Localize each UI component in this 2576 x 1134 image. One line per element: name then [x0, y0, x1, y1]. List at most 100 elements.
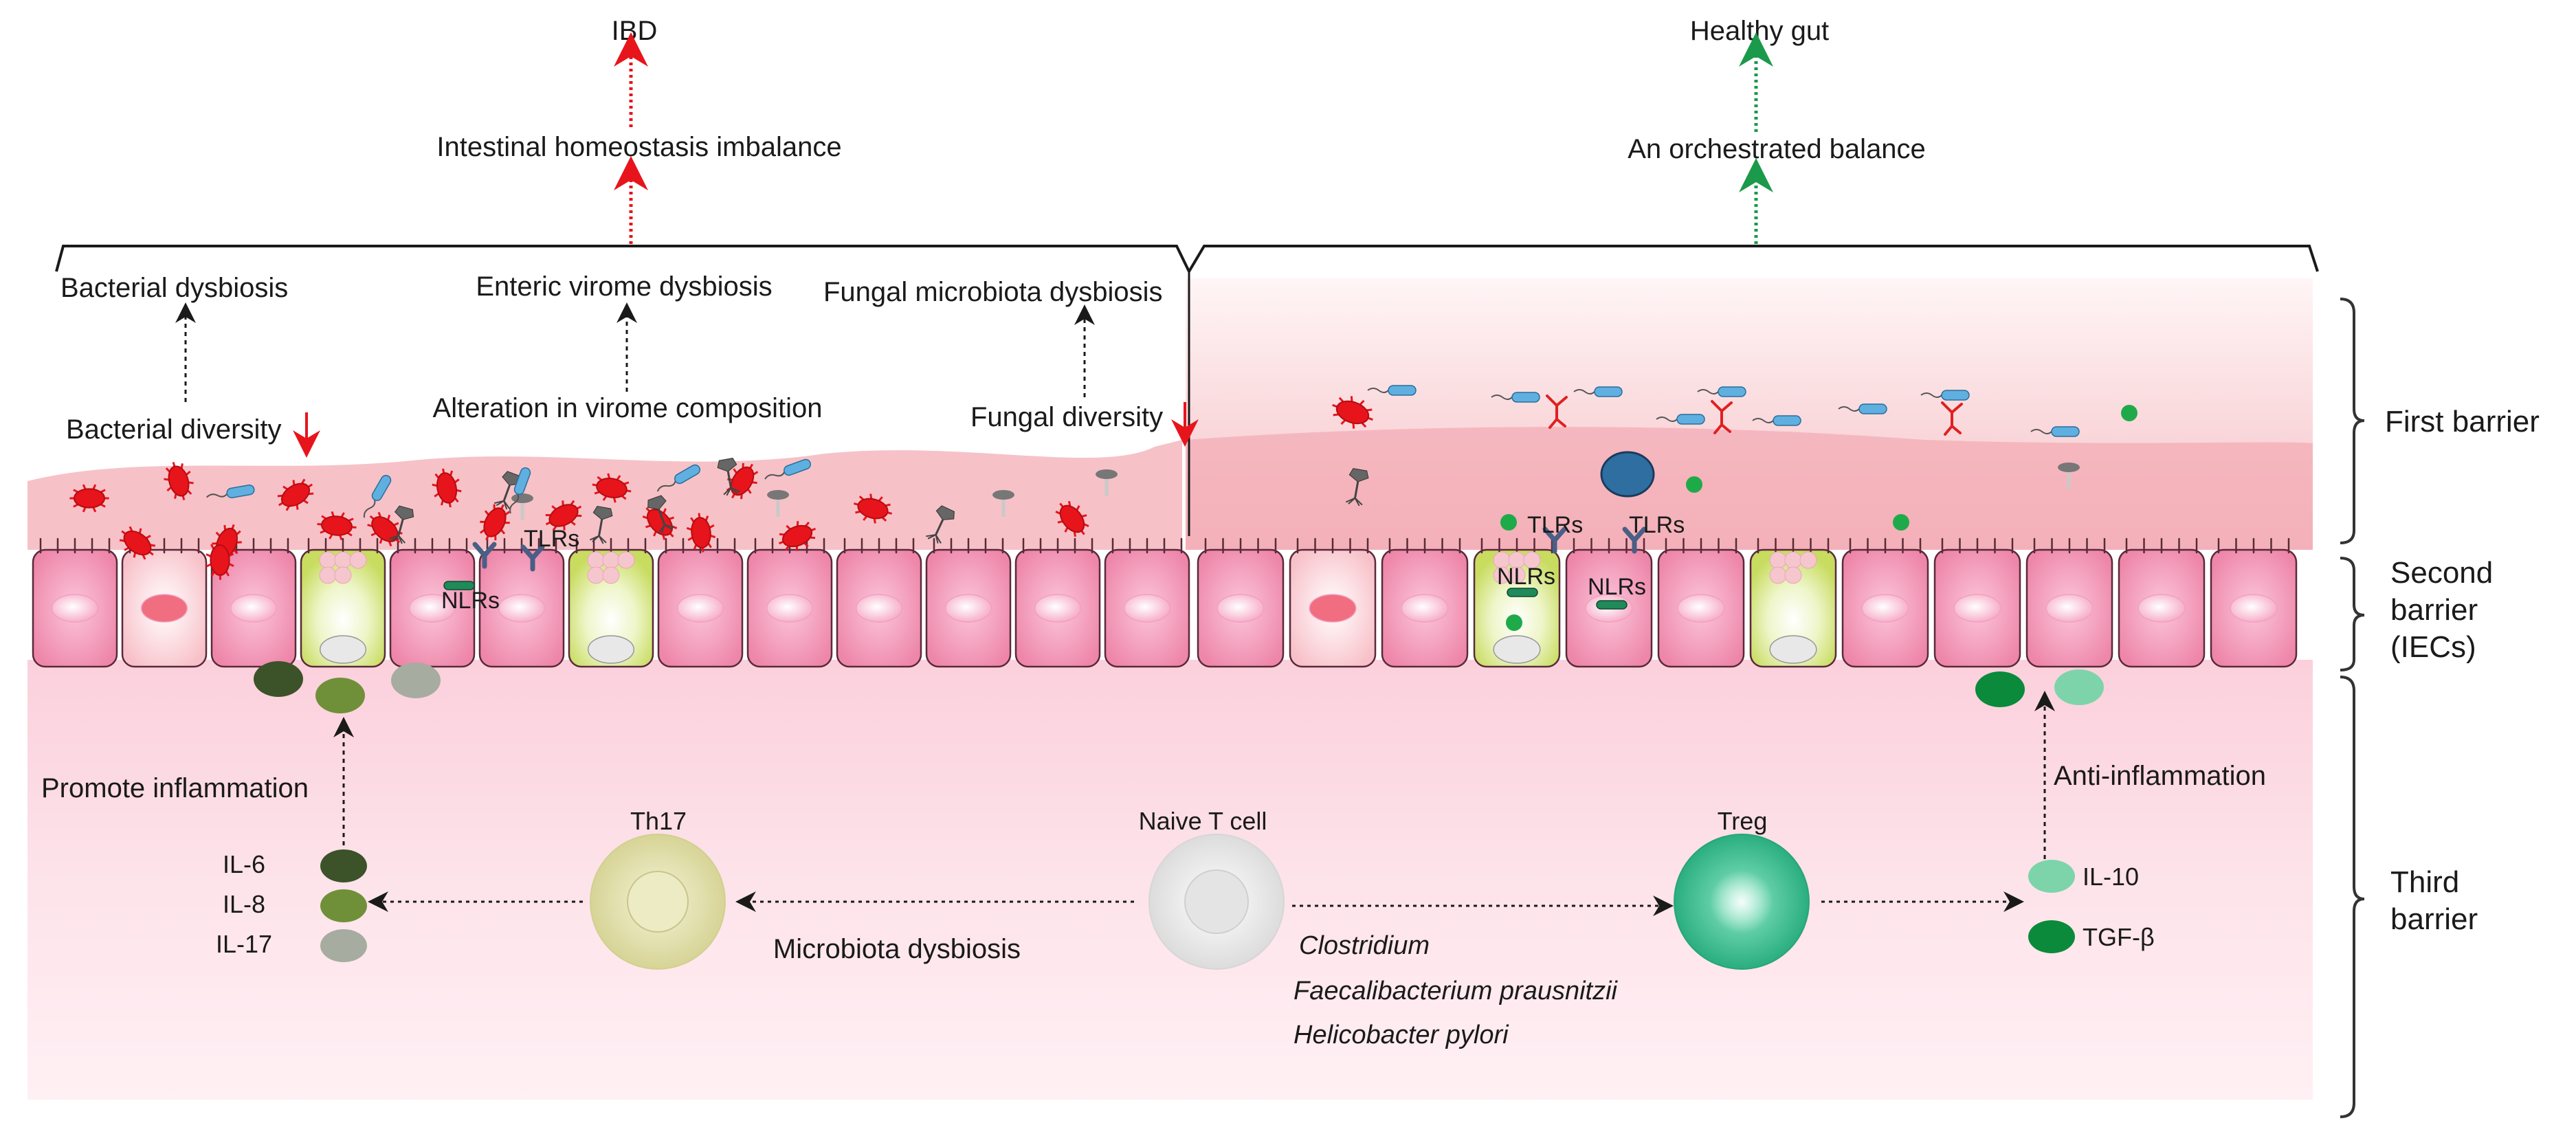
enterocyte-cell [2210, 537, 2298, 668]
il17-icon [320, 929, 367, 962]
tlr-receptor-icon [472, 542, 497, 569]
fungal-diversity-label: Fungal diversity [970, 402, 1163, 432]
bacterium-icon [164, 462, 194, 500]
nlrs-label-left: NLRs [441, 588, 500, 614]
bacterium-icon [479, 504, 511, 541]
rod-bacterium-icon [1697, 386, 1746, 397]
il6-label: IL-6 [223, 850, 265, 878]
treg-label: Treg [1718, 807, 1768, 835]
rod-bacterium-icon [1367, 385, 1417, 396]
barrier-braces [2340, 298, 2365, 1118]
second-barrier-brace [2340, 557, 2365, 671]
enterocyte-cell [32, 537, 118, 668]
third-barrier-label-2: barrier [2390, 902, 2478, 936]
il17-secreted-dot [391, 663, 441, 698]
bacterium-icon [642, 504, 678, 540]
paneth-cell [1289, 537, 1377, 668]
epithelial-cell-row [32, 537, 2298, 668]
tlr-receptor-icon [1542, 526, 1567, 554]
tgfb-icon [2028, 920, 2075, 953]
nlrs-label-right-1: NLRs [1497, 564, 1555, 590]
th17-label: Th17 [630, 807, 687, 835]
bacterium-icon [686, 513, 716, 553]
bracket-right [1188, 245, 2319, 273]
enterocyte-cell [1657, 537, 1745, 668]
naive-t-cell-label: Naive T cell [1139, 807, 1267, 835]
rod-bacterium-icon [509, 467, 531, 514]
goblet-cell [1473, 537, 1561, 668]
receptor-group: TLRs NLRs TLRs TLRs NLRs NLRs [441, 512, 1685, 614]
metabolite-dot [1893, 514, 1909, 531]
enterocyte-cell [746, 537, 833, 668]
fungal-dysbiosis-label: Fungal microbiota dysbiosis [823, 277, 1163, 307]
tlrs-label-right-1: TLRs [1527, 512, 1583, 538]
nlr-receptor-icon [1596, 600, 1628, 610]
rod-bacterium-icon [1838, 403, 1887, 414]
second-barrier-label-3: (IECs) [2390, 630, 2476, 664]
bacterium-icon [1332, 396, 1373, 429]
bacterium-icon [1055, 500, 1089, 537]
rod-bacterium-icon [363, 474, 392, 518]
il8-label: IL-8 [223, 890, 265, 918]
second-barrier-label-1: Second [2390, 556, 2493, 590]
bacterium-icon [432, 468, 462, 508]
enterocyte-cell [478, 537, 565, 668]
promote-inflammation-label: Promote inflammation [41, 773, 309, 803]
bacterium-faecalibacterium: Faecalibacterium prausnitzii [1293, 977, 1619, 1005]
phage-icon [589, 506, 613, 544]
first-barrier-brace [2340, 298, 2365, 544]
rod-bacterium-icon [1656, 414, 1705, 425]
metabolite-dot [1506, 614, 1522, 631]
virome-dysbiosis-label: Enteric virome dysbiosis [476, 271, 772, 302]
il10-icon [2028, 860, 2075, 893]
bacterium-icon [853, 493, 893, 524]
paneth-cell [121, 537, 208, 668]
bacterium-clostridium: Clostridium [1299, 931, 1430, 960]
fungal-spore-icon [767, 490, 789, 517]
tgfb-secreted-dot [1975, 671, 2025, 707]
bacterium-icon [592, 473, 632, 503]
goblet-cell [568, 537, 654, 668]
th17-nucleus [627, 871, 689, 933]
first-barrier-label: First barrier [2385, 405, 2540, 438]
bacterium-icon [206, 540, 234, 580]
il17-label: IL-17 [216, 930, 272, 958]
bacterium-icon [545, 500, 582, 531]
il6-secreted-dot [254, 661, 303, 697]
rod-bacterium-icon [2030, 426, 2080, 437]
goblet-cell [300, 537, 386, 668]
bacterial-dysbiosis-label: Bacterial dysbiosis [60, 273, 288, 303]
rod-bacterium-icon [1573, 386, 1623, 397]
enterocyte-cell [1381, 537, 1469, 668]
tlrs-label-right-2: TLRs [1629, 512, 1685, 538]
fungal-spore-icon [1096, 469, 1118, 496]
rod-bacterium-icon [764, 458, 811, 480]
phage-icon [717, 458, 741, 496]
bacterium-helicobacter: Helicobacter pylori [1293, 1021, 1509, 1049]
rod-bacterium-icon [1491, 392, 1540, 403]
ibd-label: IBD [612, 16, 658, 46]
nlr-receptor-icon [1507, 588, 1538, 597]
enterocyte-cell [1841, 537, 1929, 668]
metabolite-dot [2121, 405, 2138, 421]
virus-particle-icon [1600, 451, 1655, 498]
il6-icon [320, 849, 367, 882]
metabolite-dot [1500, 514, 1517, 531]
imbalance-label: Intestinal homeostasis imbalance [436, 132, 841, 162]
fungus-icon [1941, 401, 1963, 436]
healthy-label: Healthy gut [1690, 16, 1829, 46]
enterocyte-cell [1014, 537, 1101, 668]
phage-icon [647, 495, 675, 534]
virome-alteration-label: Alteration in virome composition [433, 393, 823, 423]
enterocyte-cell [2025, 537, 2113, 668]
bracket-left [55, 245, 1190, 272]
il10-secreted-dot [2054, 669, 2104, 705]
fungus-icon [1546, 394, 1568, 429]
phage-icon [926, 505, 955, 544]
bacterium-icon [778, 521, 817, 551]
treg-nucleus [1710, 870, 1773, 933]
nlr-receptor-icon [443, 581, 475, 590]
bacterium-icon [277, 478, 314, 511]
bacterium-icon [119, 526, 156, 560]
enterocyte-cell [389, 537, 476, 668]
